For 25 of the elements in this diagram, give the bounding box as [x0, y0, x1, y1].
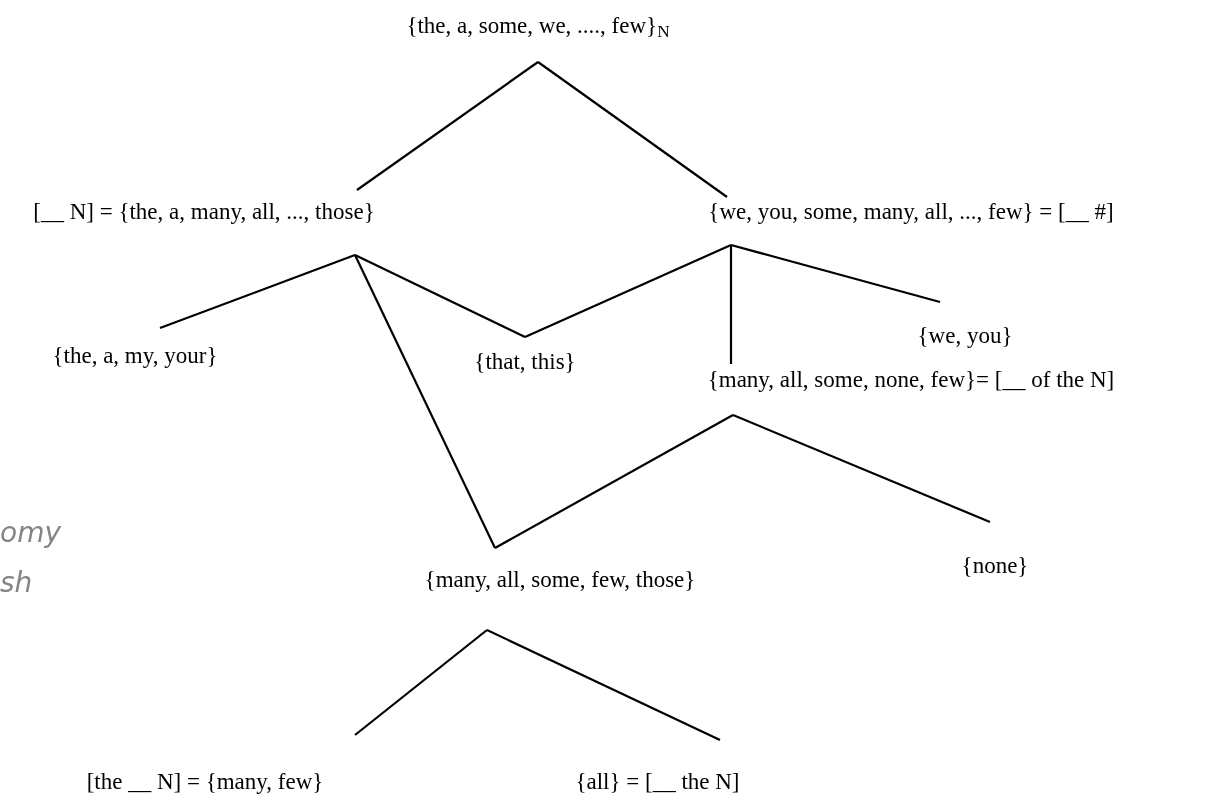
caption-fragment: sh [0, 565, 33, 601]
tree-branch-line [729, 245, 733, 364]
set-label: {the, a, my, your} [52, 342, 218, 370]
set-label: {the, a, some, we, ...., few}$_{N}$ [406, 12, 670, 40]
tree-branch-line [486, 629, 721, 741]
tree-branch-line [159, 253, 356, 330]
tree-branch-line [730, 243, 941, 304]
set-label: [the __ N] = {many, few} [86, 768, 324, 796]
tree-branch-line [354, 254, 526, 338]
set-label: {none} [961, 552, 1029, 580]
tree-branch-line [354, 629, 488, 736]
set-label: {we, you} [917, 322, 1013, 350]
tree-branch-line [537, 61, 728, 198]
set-label: {many, all, some, few, those} [424, 566, 696, 594]
set-label: {we, you, some, many, all, ..., few} = [__ #] [708, 198, 1114, 226]
tree-branch-line [732, 414, 991, 523]
tree-branch-line [356, 61, 539, 191]
set-label: {many, all, some, none, few}= [__ of the N] [707, 366, 1115, 394]
tree-branch-line [494, 414, 734, 549]
set-label: {all} = [__ the N] [575, 768, 740, 796]
tree-branch-line [354, 254, 496, 549]
set-label: {that, this} [474, 348, 576, 376]
tree-branch-line [524, 244, 732, 338]
set-label: [__ N] = {the, a, many, all, ..., those} [33, 198, 375, 226]
caption-fragment: omy [0, 515, 61, 551]
